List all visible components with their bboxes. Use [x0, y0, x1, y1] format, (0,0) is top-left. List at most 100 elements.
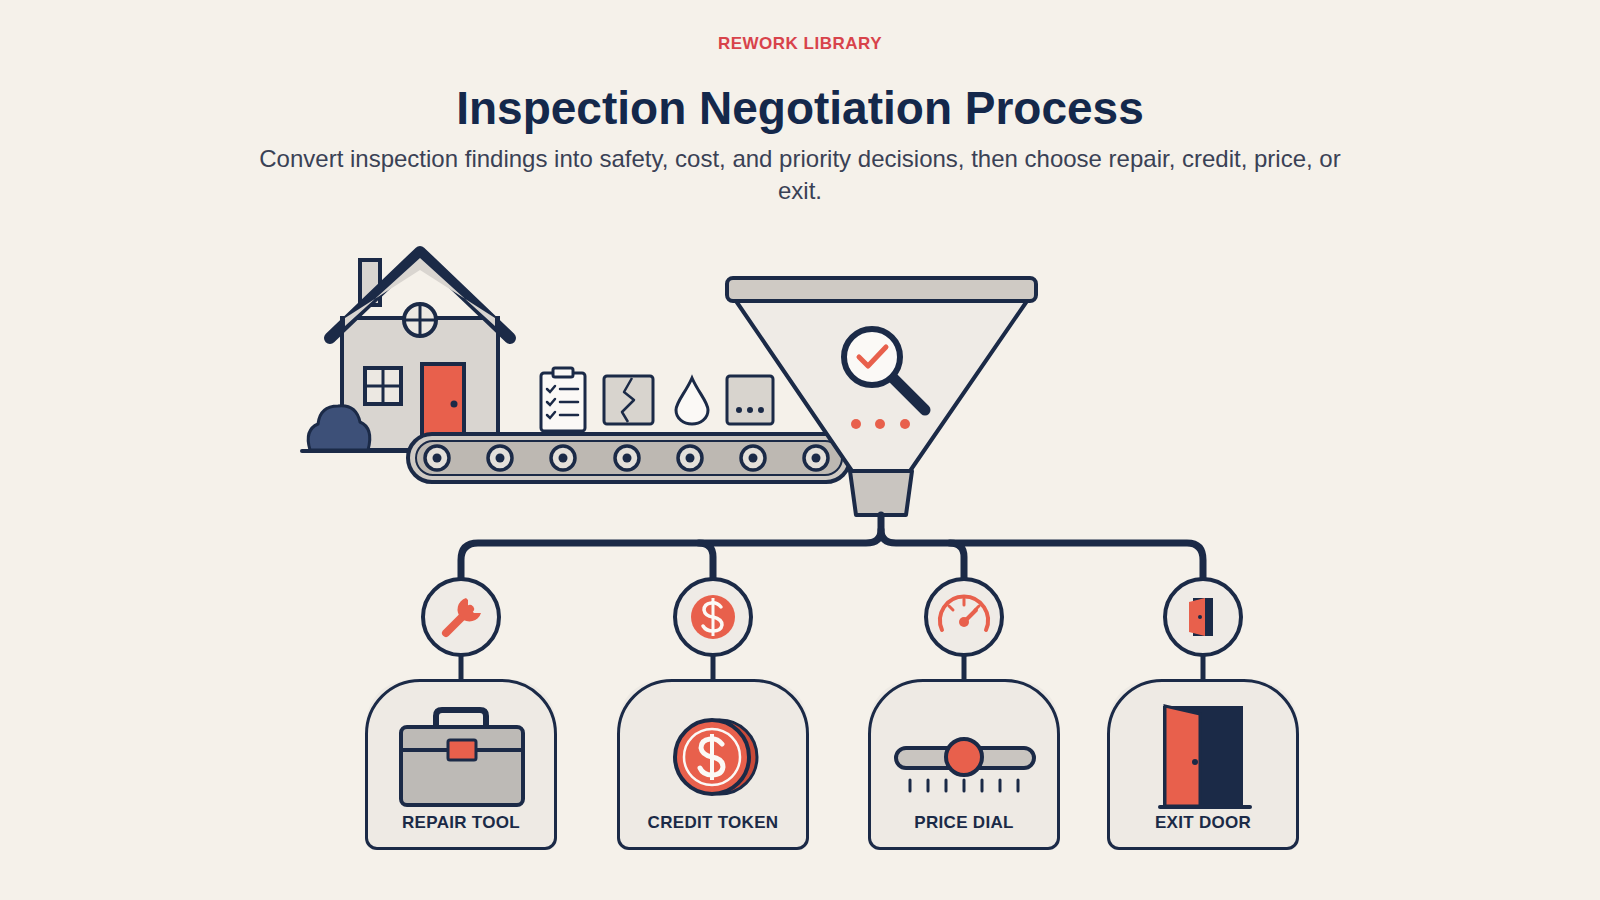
roller-hub — [623, 454, 632, 463]
option-box: EXIT DOOR — [1107, 679, 1299, 850]
gauge-icon-part — [959, 617, 969, 627]
door-small-icon-part — [1189, 598, 1205, 636]
dollar-icon-part — [712, 598, 715, 636]
option-box: CREDIT TOKEN — [617, 679, 809, 850]
conveyor-belt — [408, 434, 850, 482]
checklist-icon-part-part — [560, 388, 578, 391]
option-box-fill-part — [365, 679, 557, 850]
branch-lines-part — [881, 530, 1203, 580]
coin-icon-part — [684, 729, 740, 785]
coin-icon-part — [675, 720, 749, 794]
slider-tick — [927, 780, 930, 791]
wrench-icon-part — [458, 598, 481, 621]
checklist-icon-part — [541, 373, 585, 431]
conveyor-roller — [425, 446, 449, 470]
toolbox-icon-part — [401, 727, 523, 805]
down-arrows — [451, 655, 1213, 695]
exit-door-icon — [1160, 706, 1250, 807]
slider-icon — [896, 739, 1034, 791]
house-icon-part — [404, 304, 436, 336]
wrench-icon — [446, 598, 481, 633]
house-icon-part — [451, 401, 458, 408]
water-drop-icon — [676, 378, 708, 424]
coin-icon — [675, 720, 757, 794]
toolbox-icon-part — [448, 740, 476, 760]
conveyor-belt-part — [425, 446, 828, 470]
dollar-icon-part — [691, 595, 735, 639]
option-box: PRICE DIAL — [868, 679, 1060, 850]
option-circles — [423, 579, 1241, 655]
option-circles-part — [1165, 579, 1241, 655]
slider-tick — [963, 780, 966, 791]
roller-hub — [812, 454, 821, 463]
inspection-funnel-part — [736, 301, 1027, 471]
page-title: Inspection Negotiation Process — [0, 80, 1600, 136]
door-small-icon — [1189, 598, 1213, 636]
slider-tick — [945, 780, 948, 791]
page-caption: Convert inspection findings into safety,… — [240, 143, 1360, 207]
more-items-icon-part — [727, 376, 773, 424]
conveyor-roller — [551, 446, 575, 470]
inspection-funnel-part — [875, 419, 885, 429]
checklist-icon-part-part — [547, 386, 555, 392]
inspection-funnel — [727, 278, 1036, 515]
option-box-fill-part — [617, 679, 809, 850]
roller-hub — [433, 454, 442, 463]
house-icon — [302, 252, 510, 451]
cracked-tile-icon-part — [622, 378, 634, 422]
branch-lines-part — [699, 543, 713, 580]
slider-icon-part — [910, 780, 1018, 791]
slider-icon-part — [946, 739, 982, 775]
water-drop-icon-part — [676, 378, 708, 424]
roller-hub — [496, 454, 505, 463]
option-box: REPAIR TOOL — [365, 679, 557, 850]
gauge-icon-part — [940, 596, 988, 630]
house-icon-part — [365, 385, 401, 388]
option-box-fill-part — [868, 679, 1060, 850]
option-circles-part — [926, 579, 1002, 655]
house-icon-part — [365, 368, 401, 404]
inspection-funnel-part — [900, 419, 910, 429]
conveyor-belt-part — [416, 441, 842, 475]
option-label: CREDIT TOKEN — [648, 813, 779, 833]
cracked-tile-icon-part — [604, 376, 653, 424]
conveyor-roller — [741, 446, 765, 470]
inspection-funnel-part — [893, 378, 925, 410]
more-items-icon-part — [758, 407, 764, 413]
inspection-funnel-part — [727, 278, 1036, 301]
door-small-icon-part — [1198, 615, 1202, 619]
house-icon-part — [330, 252, 510, 338]
option-box-fill — [365, 679, 1299, 850]
more-items-icon-part — [747, 407, 753, 413]
checklist-icon-part-part — [547, 412, 555, 418]
house-icon-part — [308, 406, 370, 450]
dollar-icon — [691, 595, 735, 639]
checklist-icon-part — [547, 386, 578, 418]
more-items-icon — [727, 376, 773, 424]
roller-hub — [559, 454, 568, 463]
toolbox-icon — [401, 710, 523, 805]
conveyor-belt-part — [408, 434, 850, 482]
exit-door-icon-part — [1192, 759, 1198, 765]
inspection-funnel-part — [844, 329, 900, 385]
checklist-icon — [541, 368, 585, 431]
exit-door-icon-part — [1160, 805, 1250, 809]
coin-icon-part — [710, 734, 714, 780]
section-label: REWORK LIBRARY — [0, 33, 1600, 55]
house-icon-part — [302, 449, 420, 453]
option-box-fill-part — [1107, 679, 1299, 850]
inspection-funnel-part — [859, 347, 886, 366]
checklist-icon-part-part — [547, 399, 555, 405]
conveyor-roller — [615, 446, 639, 470]
cracked-tile-icon — [604, 376, 653, 424]
slider-tick — [909, 780, 912, 791]
option-circles-part — [675, 579, 751, 655]
branch-lines-part — [950, 543, 964, 580]
roller-hub — [749, 454, 758, 463]
exit-door-icon-part — [1165, 706, 1200, 806]
option-label: EXIT DOOR — [1155, 813, 1251, 833]
gauge-icon-part — [963, 599, 966, 605]
inspection-funnel-part — [851, 419, 861, 429]
